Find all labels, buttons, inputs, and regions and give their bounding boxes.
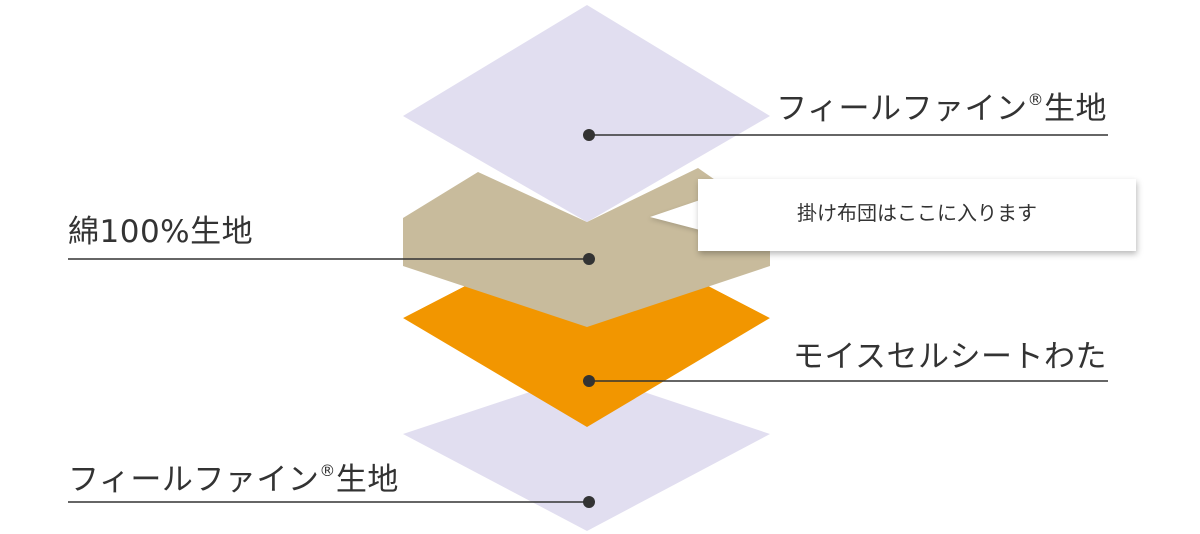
- leader-dot-cotton: [583, 253, 595, 265]
- label-top-name: フィールファイン: [776, 91, 1028, 127]
- callout-box: 掛け布団はここに入ります: [698, 179, 1136, 251]
- label-bottom-name: フィールファイン: [68, 462, 320, 498]
- label-top-suffix: 生地: [1044, 91, 1107, 127]
- label-cotton-layer: 綿100%生地: [68, 214, 254, 250]
- label-bottom-suffix: 生地: [335, 462, 399, 498]
- callout-pointer: [650, 200, 700, 230]
- leader-dot-bottom: [583, 496, 595, 508]
- layer-top-shape: [403, 5, 770, 222]
- label-bottom-layer: フィールファイン®生地: [68, 463, 399, 496]
- layer-bottom-shape: [403, 373, 770, 531]
- label-core-layer: モイスセルシートわた: [792, 339, 1107, 375]
- label-bottom-reg: ®: [319, 461, 336, 480]
- leader-dot-top: [583, 129, 595, 141]
- label-top-layer: フィールファイン®生地: [745, 92, 1107, 125]
- leader-dot-core: [583, 375, 595, 387]
- callout-text: 掛け布団はここに入ります: [797, 201, 1037, 225]
- label-top-reg: ®: [1027, 90, 1044, 109]
